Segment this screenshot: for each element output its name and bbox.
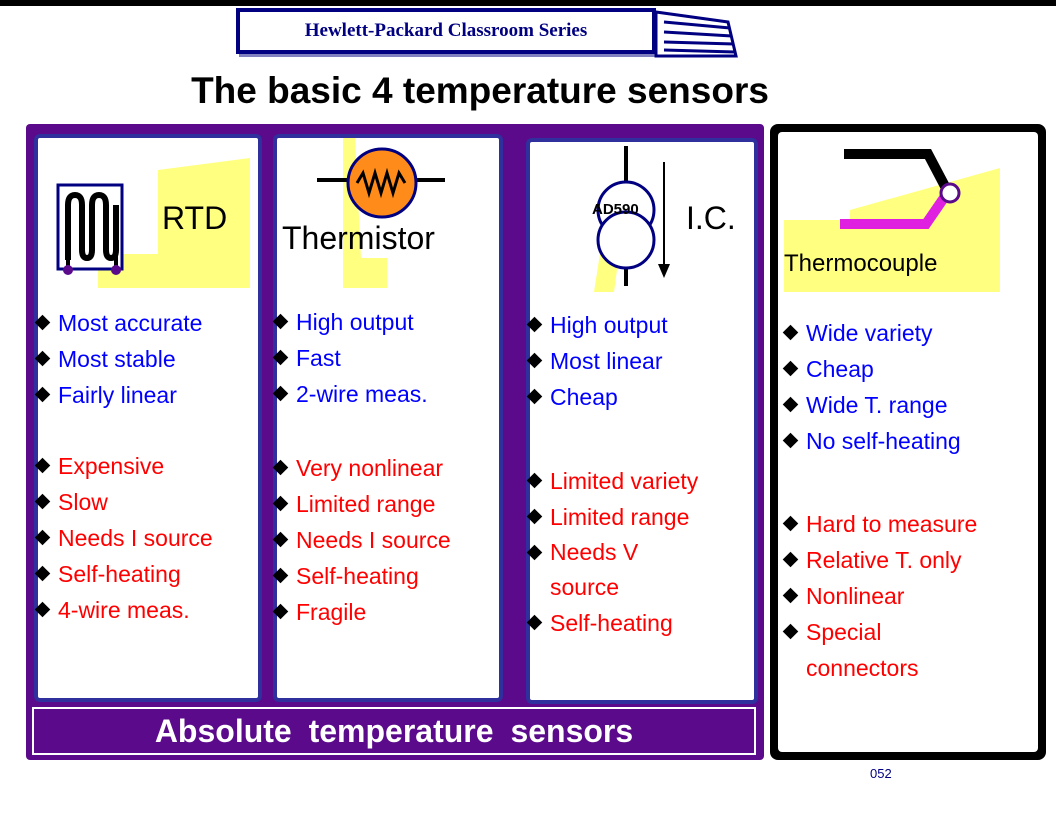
list-item: Special connectors [782, 614, 946, 686]
list-item: High output [272, 304, 428, 340]
page-number: 052 [870, 766, 892, 781]
list-item: Very nonlinear [272, 450, 451, 486]
list-item: Self-heating [526, 605, 750, 641]
book-pages-icon [654, 10, 738, 58]
thermocouple-label: Thermocouple [784, 250, 938, 277]
ic-part-label: AD590 [592, 201, 639, 218]
thermistor-label: Thermistor [282, 220, 435, 256]
list-item: Limited variety [526, 463, 750, 499]
list-item: Needs I source [272, 522, 451, 558]
thermocouple-pros-list: Wide variety Cheap Wide T. range No self… [782, 315, 961, 459]
list-item: Limited range [526, 499, 750, 535]
list-item: Most stable [34, 341, 202, 377]
list-item: Self-heating [34, 556, 213, 592]
series-banner: Hewlett-Packard Classroom Series [236, 8, 656, 54]
list-item: Cheap [782, 351, 961, 387]
ic-illustration [594, 146, 670, 292]
list-item: Needs V source [526, 535, 662, 605]
thermistor-pros-list: High output Fast 2-wire meas. [272, 304, 428, 412]
ic-label: I.C. [686, 200, 736, 236]
rtd-label: RTD [162, 200, 228, 236]
rtd-pros-list: Most accurate Most stable Fairly linear [34, 305, 202, 413]
ic-pros-list: High output Most linear Cheap [526, 307, 668, 415]
page-title: The basic 4 temperature sensors [191, 70, 769, 111]
list-item: Relative T. only [782, 542, 1034, 578]
list-item: Nonlinear [782, 578, 1034, 614]
list-item: 2-wire meas. [272, 376, 428, 412]
list-item: Fast [272, 340, 428, 376]
list-item: Fragile [272, 594, 451, 630]
thermocouple-cons-list: Hard to measure Relative T. only Nonline… [782, 506, 1034, 686]
list-item: Wide variety [782, 315, 961, 351]
rtd-cons-list: Expensive Slow Needs I source Self-heati… [34, 448, 213, 628]
rtd-illustration [56, 158, 250, 288]
list-item: Fairly linear [34, 377, 202, 413]
list-item: Expensive [34, 448, 213, 484]
list-item: Most linear [526, 343, 668, 379]
absolute-sensors-label: Absolute temperature sensors [154, 713, 634, 749]
list-item: High output [526, 307, 668, 343]
list-item: Wide T. range [782, 387, 961, 423]
list-item: Limited range [272, 486, 451, 522]
top-rule [0, 0, 1056, 6]
list-item: Most accurate [34, 305, 202, 341]
list-item: Needs I source [34, 520, 213, 556]
list-item: Slow [34, 484, 213, 520]
list-item: 4-wire meas. [34, 592, 213, 628]
absolute-sensors-bar [32, 707, 756, 755]
thermistor-cons-list: Very nonlinear Limited range Needs I sou… [272, 450, 451, 630]
thermistor-illustration [317, 138, 445, 288]
list-item: Hard to measure [782, 506, 1034, 542]
list-item: Self-heating [272, 558, 451, 594]
list-item: No self-heating [782, 423, 961, 459]
thermocouple-illustration [784, 149, 1000, 292]
ic-cons-list: Limited variety Limited range Needs V so… [526, 463, 750, 641]
list-item: Cheap [526, 379, 668, 415]
